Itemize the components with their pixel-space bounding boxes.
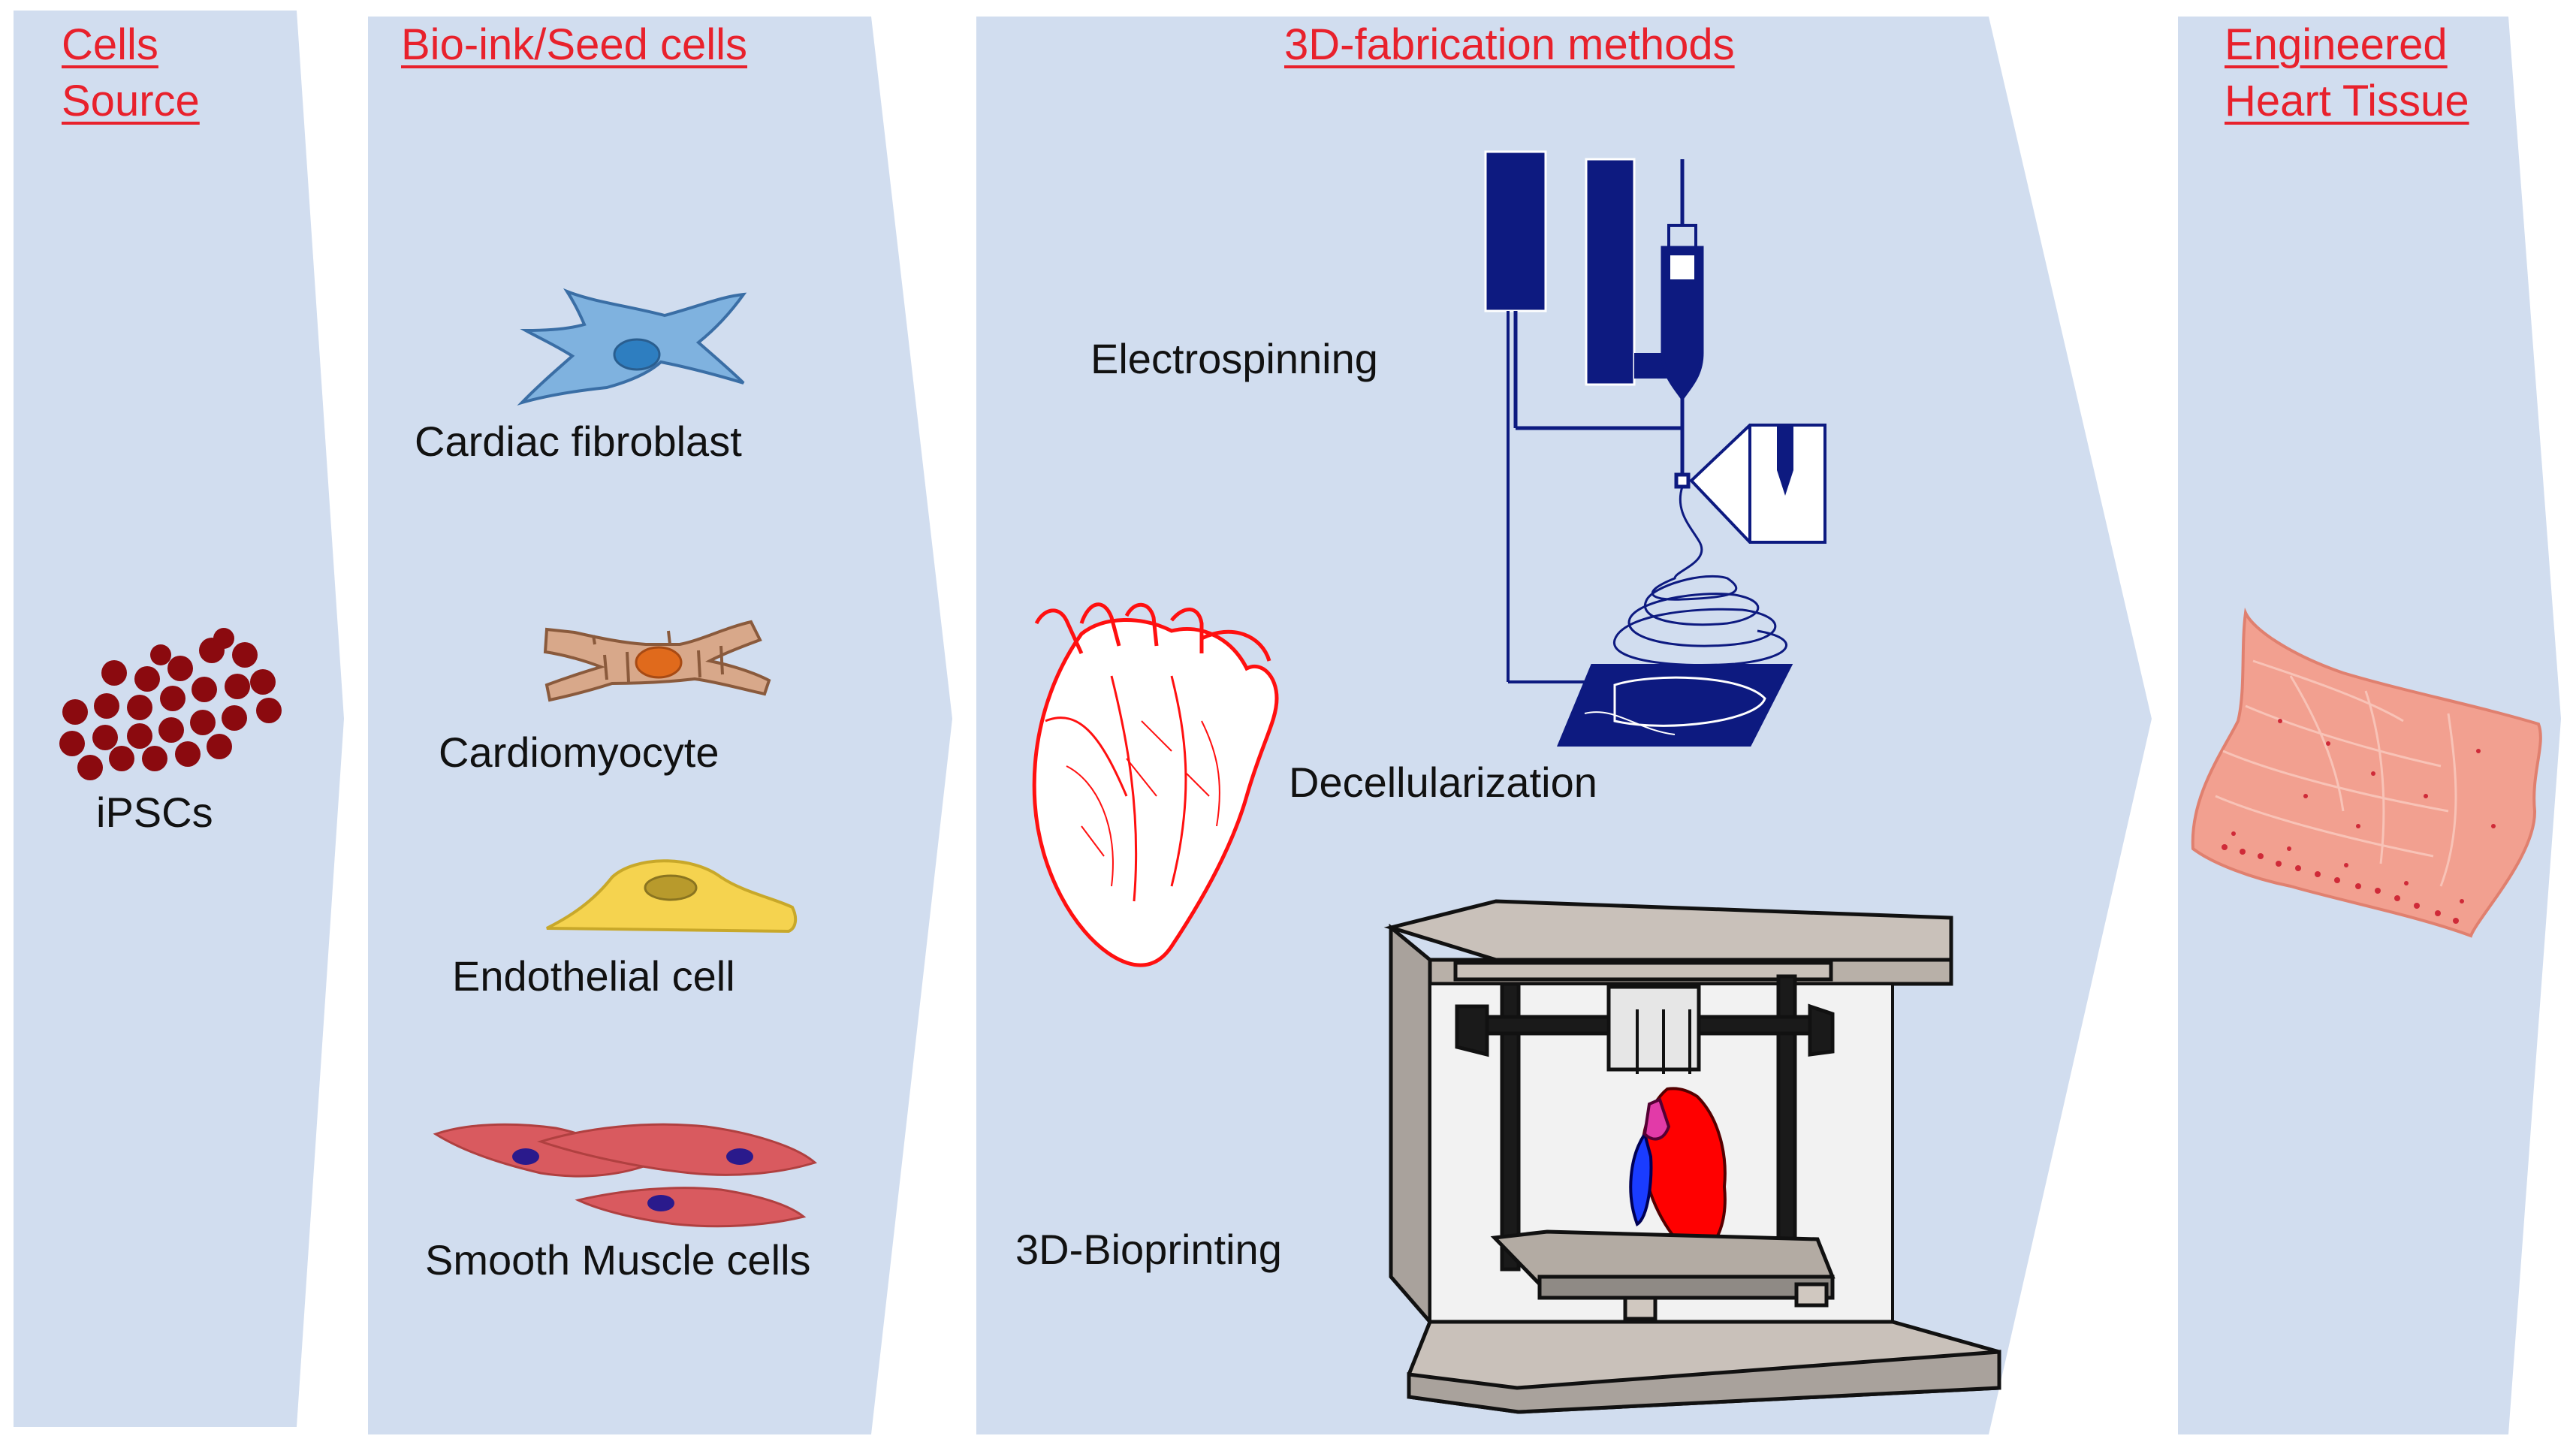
heading-bioink: Bio-ink/Seed cells: [401, 20, 747, 69]
engineered-tissue-icon: [2191, 607, 2542, 938]
label-smooth-muscle-cells: Smooth Muscle cells: [425, 1236, 811, 1284]
heading-fabrication: 3D-fabrication methods: [1284, 20, 1735, 69]
label-electrospinning: Electrospinning: [1090, 335, 1378, 382]
smooth-muscle-cells-icon: [433, 1123, 817, 1228]
endothelial-cell-icon: [546, 859, 798, 934]
label-3d-bioprinting: 3D-Bioprinting: [1015, 1226, 1282, 1273]
heading-cells-source-line1: Cells: [62, 20, 158, 69]
fibroblast-cell-icon: [517, 288, 747, 406]
heading-engineered-tissue: Engineered Heart Tissue: [2225, 17, 2469, 130]
ipsc-cluster-icon: [59, 628, 282, 780]
panel-cells-source: [14, 11, 344, 1427]
heading-cells-source: Cells Source: [62, 17, 200, 130]
anatomical-heart-icon: [1032, 602, 1279, 967]
label-decellularization: Decellularization: [1289, 759, 1597, 806]
label-cardiac-fibroblast: Cardiac fibroblast: [415, 418, 742, 465]
bioprinter-icon: [1383, 899, 2001, 1414]
heading-engineered-line2: Heart Tissue: [2225, 77, 2469, 126]
heading-engineered-line1: Engineered: [2225, 20, 2448, 69]
label-cardiomyocyte: Cardiomyocyte: [439, 729, 719, 776]
electrospinning-apparatus-icon: [1484, 150, 1826, 747]
panel-bioink: [368, 17, 952, 1434]
cardiomyocyte-cell-icon: [543, 620, 771, 702]
stage-panels: [14, 11, 2561, 1434]
label-ipscs: iPSCs: [96, 789, 213, 836]
label-endothelial-cell: Endothelial cell: [452, 952, 735, 1000]
heading-cells-source-line2: Source: [62, 77, 200, 126]
